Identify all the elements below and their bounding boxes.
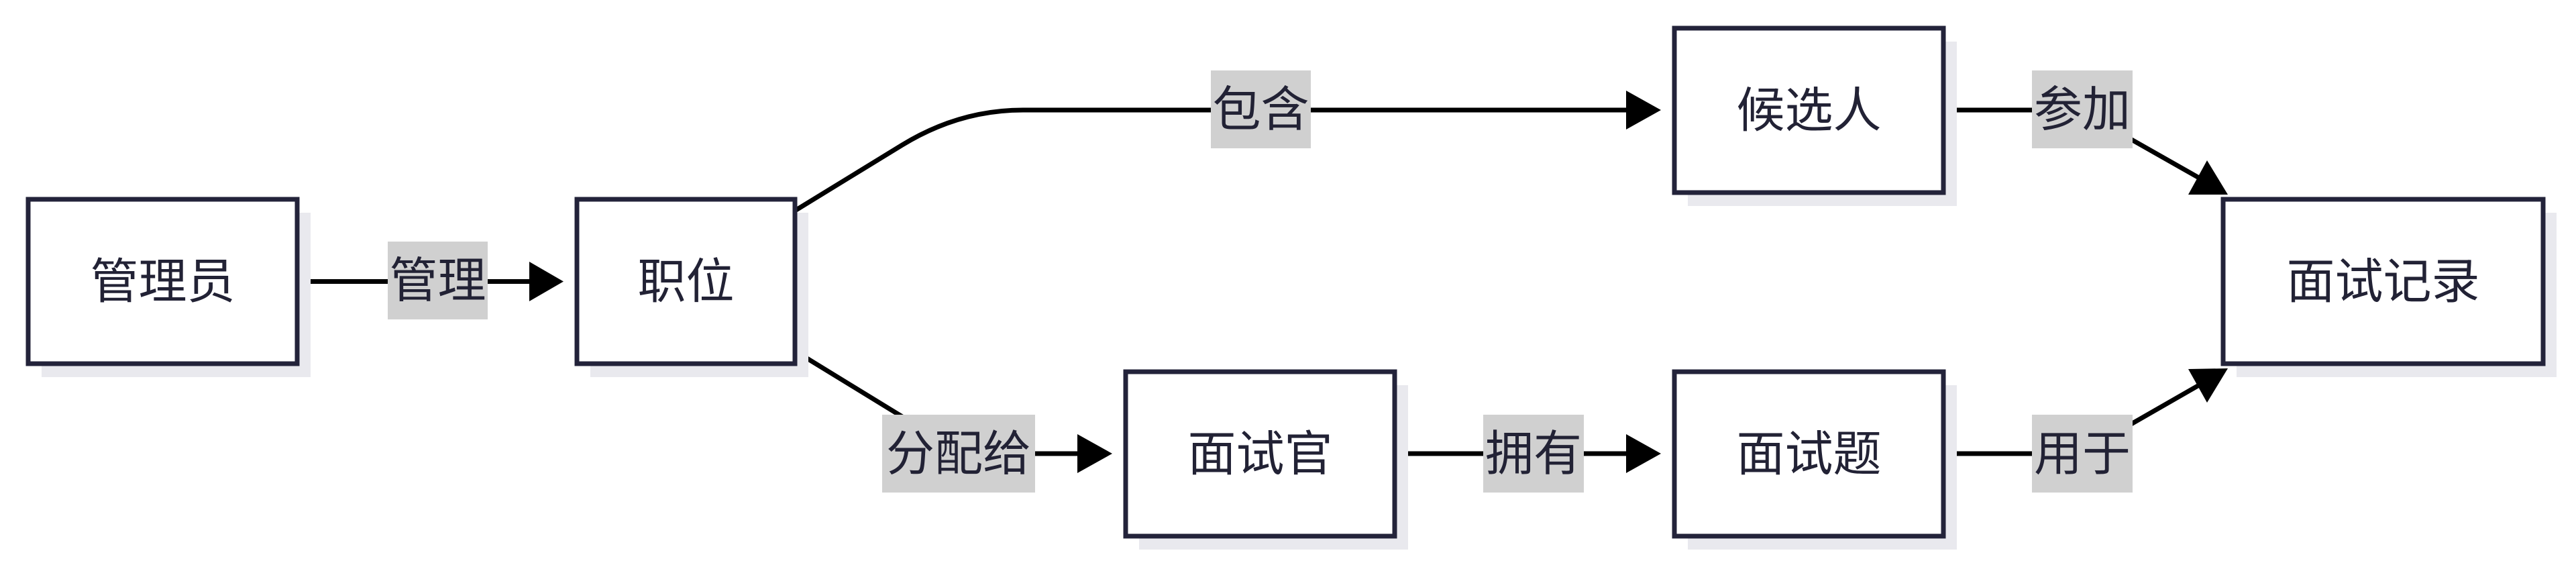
edge-position-to-candidate (794, 91, 1661, 213)
edge-label-interviewer-to-question: 拥有 (1483, 415, 1584, 493)
node-interviewer: 面试官 (1123, 369, 1408, 550)
node-box (1123, 369, 1397, 539)
edge-label-text: 分配给 (886, 425, 1031, 482)
node-label: 职位 (637, 254, 734, 310)
edge-label-background (1483, 415, 1584, 493)
edge-label-text: 包含 (1212, 81, 1309, 138)
node-position: 职位 (574, 197, 808, 377)
edge-label-background (882, 415, 1035, 493)
node-label: 面试记录 (2286, 254, 2479, 310)
node-admin: 管理员 (25, 197, 311, 377)
node-box (1672, 369, 1946, 539)
edge-label-text: 管理 (389, 252, 486, 309)
node-record: 面试记录 (2220, 197, 2557, 377)
node-candidate: 候选人 (1672, 25, 1957, 206)
edge-candidate-to-record-arrowhead (2188, 160, 2228, 195)
edge-label-text: 拥有 (1485, 425, 1582, 482)
edge-question-to-record-arrowhead (2188, 368, 2228, 403)
node-box (574, 197, 798, 366)
node-label: 面试题 (1736, 426, 1881, 482)
edge-position-to-candidate-arrowhead (1626, 91, 1661, 130)
edge-admin-to-position-arrowhead (529, 262, 564, 301)
node-label: 管理员 (90, 254, 235, 310)
node-label: 面试官 (1187, 426, 1332, 482)
edge-label-position-to-candidate: 包含 (1211, 70, 1311, 148)
edge-label-background (2032, 70, 2133, 148)
edge-label-background (2032, 415, 2133, 493)
node-question: 面试题 (1672, 369, 1957, 550)
edge-label-candidate-to-record: 参加 (2032, 70, 2133, 148)
edge-position-to-interviewer-arrowhead (1077, 434, 1112, 473)
node-box (1672, 25, 1946, 195)
edge-label-background (388, 242, 488, 319)
edge-position-to-candidate-line (794, 107, 1629, 213)
edge-label-text: 参加 (2034, 81, 2131, 138)
edge-interviewer-to-question-arrowhead (1626, 434, 1661, 473)
edge-label-position-to-interviewer: 分配给 (882, 415, 1035, 493)
node-box (25, 197, 300, 366)
edge-label-text: 用于 (2034, 425, 2131, 482)
edge-label-background (1211, 70, 1311, 148)
node-box (2220, 197, 2546, 366)
edge-label-admin-to-position: 管理 (388, 242, 488, 319)
edge-labels: 管理 包含 分配给 拥有 参加 用于 (388, 70, 2133, 493)
nodes: 管理员 职位 候选人 面试官 面试题 面试记录 (25, 25, 2557, 550)
edge-label-question-to-record: 用于 (2032, 415, 2133, 493)
node-label: 候选人 (1736, 83, 1881, 139)
